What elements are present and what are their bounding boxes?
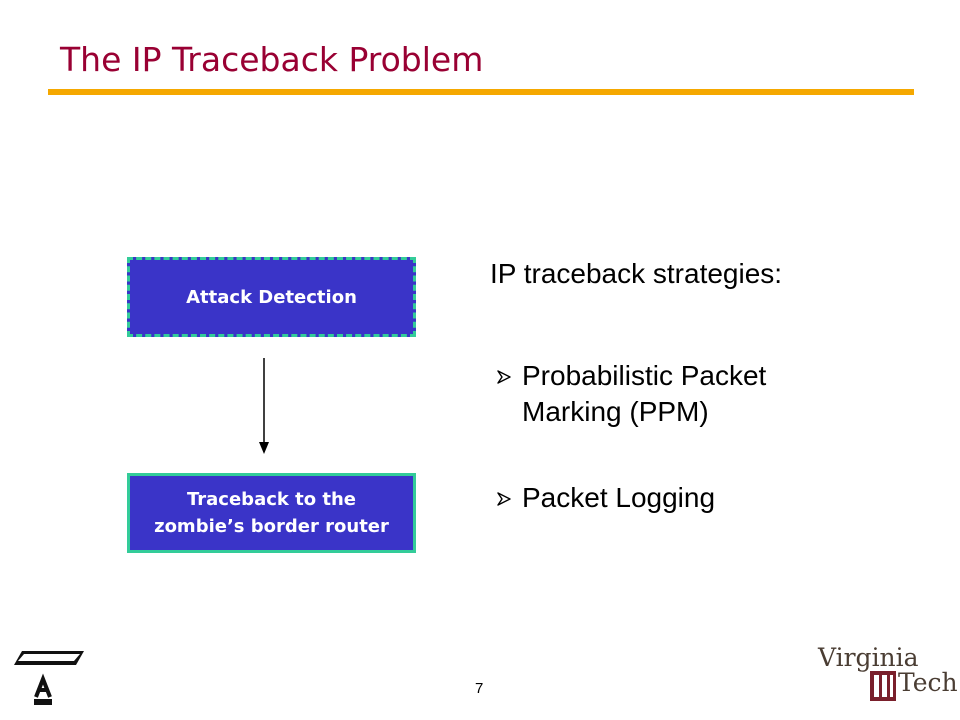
strategy-logging: Packet Logging <box>522 482 716 513</box>
traceback-label-line2: zombie’s border router <box>154 516 389 537</box>
title-underline <box>48 89 914 95</box>
strategies-list: Probabilistic Packet Marking (PPM) Packe… <box>497 358 837 516</box>
slide-title: The IP Traceback Problem <box>60 40 484 79</box>
virginia-tech-logo-icon <box>870 671 896 701</box>
arrow-bullet-icon <box>497 370 511 384</box>
attack-detection-label: Attack Detection <box>186 286 357 308</box>
strategy-ppm: Probabilistic Packet Marking (PPM) <box>522 360 767 427</box>
arrow-bullet-icon <box>497 492 511 506</box>
flow-arrow <box>259 358 269 454</box>
arias-logo-icon <box>14 651 84 705</box>
list-item: Probabilistic Packet Marking (PPM) <box>497 358 837 430</box>
logo-tech-text: Tech <box>898 668 958 697</box>
traceback-label-line1: Traceback to the <box>186 489 356 510</box>
logo-virginia-text: Virginia <box>818 643 919 672</box>
list-item: Packet Logging <box>497 480 837 516</box>
page-number: 7 <box>475 680 484 697</box>
attack-detection-box: Attack Detection <box>127 257 416 337</box>
traceback-box: Traceback to the zombie’s border router <box>127 473 416 553</box>
strategies-heading: IP traceback strategies: <box>490 258 783 289</box>
